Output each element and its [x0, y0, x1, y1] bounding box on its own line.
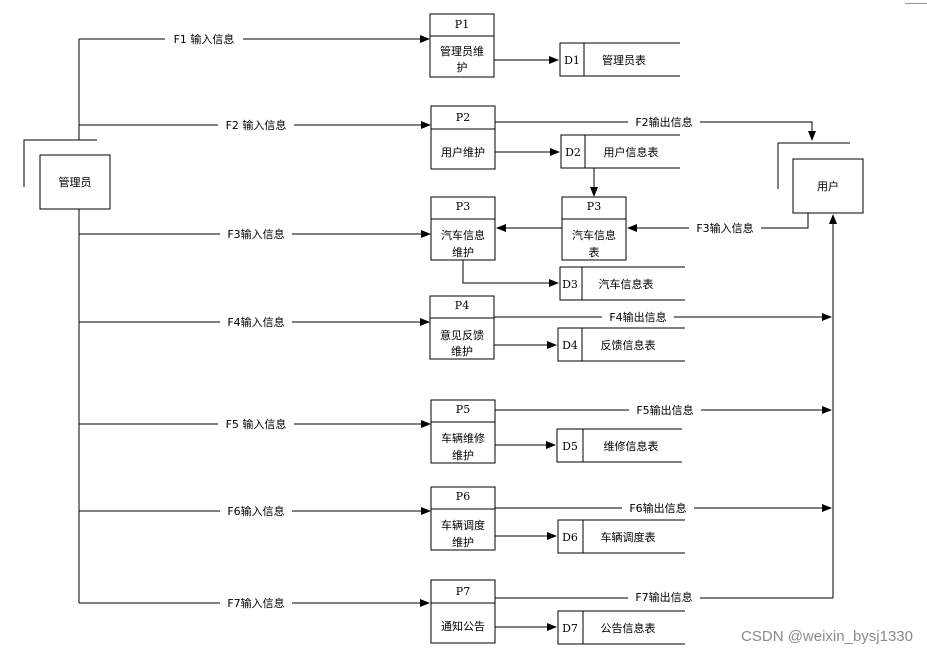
process-p6-name-2: 维护: [452, 535, 474, 549]
flow-f3-user: F3输入信息: [627, 213, 809, 235]
flow-p3-d3: [462, 260, 559, 287]
store-d3: D3 汽车信息表: [559, 266, 685, 301]
flow-f4-out: F4输出信息: [494, 310, 832, 324]
flow-f2-out: F2输出信息: [495, 115, 816, 141]
store-d7: D7 公告信息表: [557, 610, 685, 645]
flow-f6-out-label: F6输出信息: [629, 501, 686, 515]
store-d5-id: D5: [562, 440, 578, 453]
process-p1-name-2: 护: [457, 60, 468, 74]
store-d7-id: D7: [562, 622, 578, 635]
process-p7-name: 通知公告: [441, 619, 485, 633]
process-p3b-id: P3: [587, 200, 601, 213]
store-d3-id: D3: [562, 278, 578, 291]
store-d6-id: D6: [562, 531, 578, 544]
flow-f4-in: F4输入信息: [79, 315, 430, 329]
flow-f4-in-label: F4输入信息: [227, 315, 284, 329]
process-p3-name: 汽车信息: [441, 228, 485, 242]
store-d2-id: D2: [565, 146, 581, 159]
process-p1: P1 管理员维 护: [429, 13, 495, 78]
flow-f3-in-label: F3输入信息: [227, 227, 284, 241]
flow-f7-in: F7输入信息: [79, 596, 430, 610]
flow-f5-in-label: F5 输入信息: [226, 417, 287, 431]
flow-f5-out: F5输出信息: [495, 403, 832, 417]
entity-user: 用户: [777, 142, 864, 214]
entity-admin: 管理员: [23, 139, 111, 210]
process-p2-name: 用户维护: [441, 145, 485, 159]
store-d3-name: 汽车信息表: [599, 277, 654, 291]
store-d2: D2 用户信息表: [560, 134, 680, 169]
process-p7-id: P7: [456, 585, 470, 598]
store-d4: D4 反馈信息表: [557, 327, 685, 362]
store-d1-id: D1: [564, 54, 580, 67]
flow-f4-out-label: F4输出信息: [609, 310, 666, 324]
process-p4-name: 意见反馈: [440, 328, 484, 342]
process-p3b-name: 汽车信息: [572, 228, 616, 242]
store-d5: D5 维修信息表: [556, 428, 682, 463]
store-d5-name: 维修信息表: [604, 439, 659, 453]
flow-f3-user-label: F3输入信息: [696, 221, 753, 235]
process-p2: P2 用户维护: [430, 105, 496, 170]
process-p1-name: 管理员维: [440, 44, 484, 58]
corner-mark: [905, 0, 927, 4]
flow-f1: F1 输入信息: [79, 32, 430, 46]
flow-f7-out-label: F7输出信息: [635, 590, 692, 604]
process-p5-id: P5: [456, 403, 470, 416]
store-d6-name: 车辆调度表: [601, 530, 656, 544]
store-d7-name: 公告信息表: [601, 621, 656, 635]
process-p2-id: P2: [456, 111, 470, 124]
process-p3-id: P3: [456, 200, 470, 213]
flow-f7-in-label: F7输入信息: [227, 596, 284, 610]
entity-admin-label: 管理员: [59, 175, 92, 189]
process-p4-id: P4: [455, 299, 469, 312]
process-p5-name: 车辆维修: [441, 431, 485, 445]
flow-f3-in: F3输入信息: [79, 227, 431, 241]
process-p3b-name-2: 表: [589, 245, 600, 259]
flow-f5-in: F5 输入信息: [79, 417, 431, 431]
entity-user-label: 用户: [817, 179, 839, 193]
store-d1-name: 管理员表: [602, 53, 646, 67]
flow-f5-out-label: F5输出信息: [636, 403, 693, 417]
flow-f2-in-label: F2 输入信息: [226, 118, 287, 132]
process-p5-name-2: 维护: [452, 448, 474, 462]
process-p4-name-2: 维护: [451, 344, 473, 358]
store-d2-name: 用户信息表: [604, 145, 659, 159]
process-p3-name-2: 维护: [452, 245, 474, 259]
flow-f2-out-label: F2输出信息: [635, 115, 692, 129]
process-p7: P7 通知公告: [430, 579, 496, 644]
store-d6: D6 车辆调度表: [557, 519, 685, 554]
store-d4-name: 反馈信息表: [601, 338, 656, 352]
process-p3-table: P3 汽车信息 表: [561, 196, 627, 261]
store-d4-id: D4: [562, 339, 578, 352]
watermark: CSDN @weixin_bysj1330: [741, 628, 913, 645]
process-p6: P6 车辆调度 维护: [430, 486, 496, 551]
process-p6-id: P6: [456, 490, 470, 503]
process-p5: P5 车辆维修 维护: [430, 399, 496, 464]
flow-f2-in: F2 输入信息: [79, 118, 431, 132]
process-p1-id: P1: [455, 18, 469, 31]
process-p6-name: 车辆调度: [441, 518, 485, 532]
flow-f1-label: F1 输入信息: [174, 32, 235, 46]
process-p4: P4 意见反馈 维护: [429, 295, 495, 360]
store-d1: D1 管理员表: [559, 42, 680, 77]
flow-f6-out: F6输出信息: [495, 501, 832, 515]
flow-f6-in: F6输入信息: [79, 504, 431, 518]
flow-f7-out: F7输出信息: [495, 590, 833, 604]
process-p3-maintain: P3 汽车信息 维护: [430, 196, 496, 261]
flow-f6-in-label: F6输入信息: [227, 504, 284, 518]
